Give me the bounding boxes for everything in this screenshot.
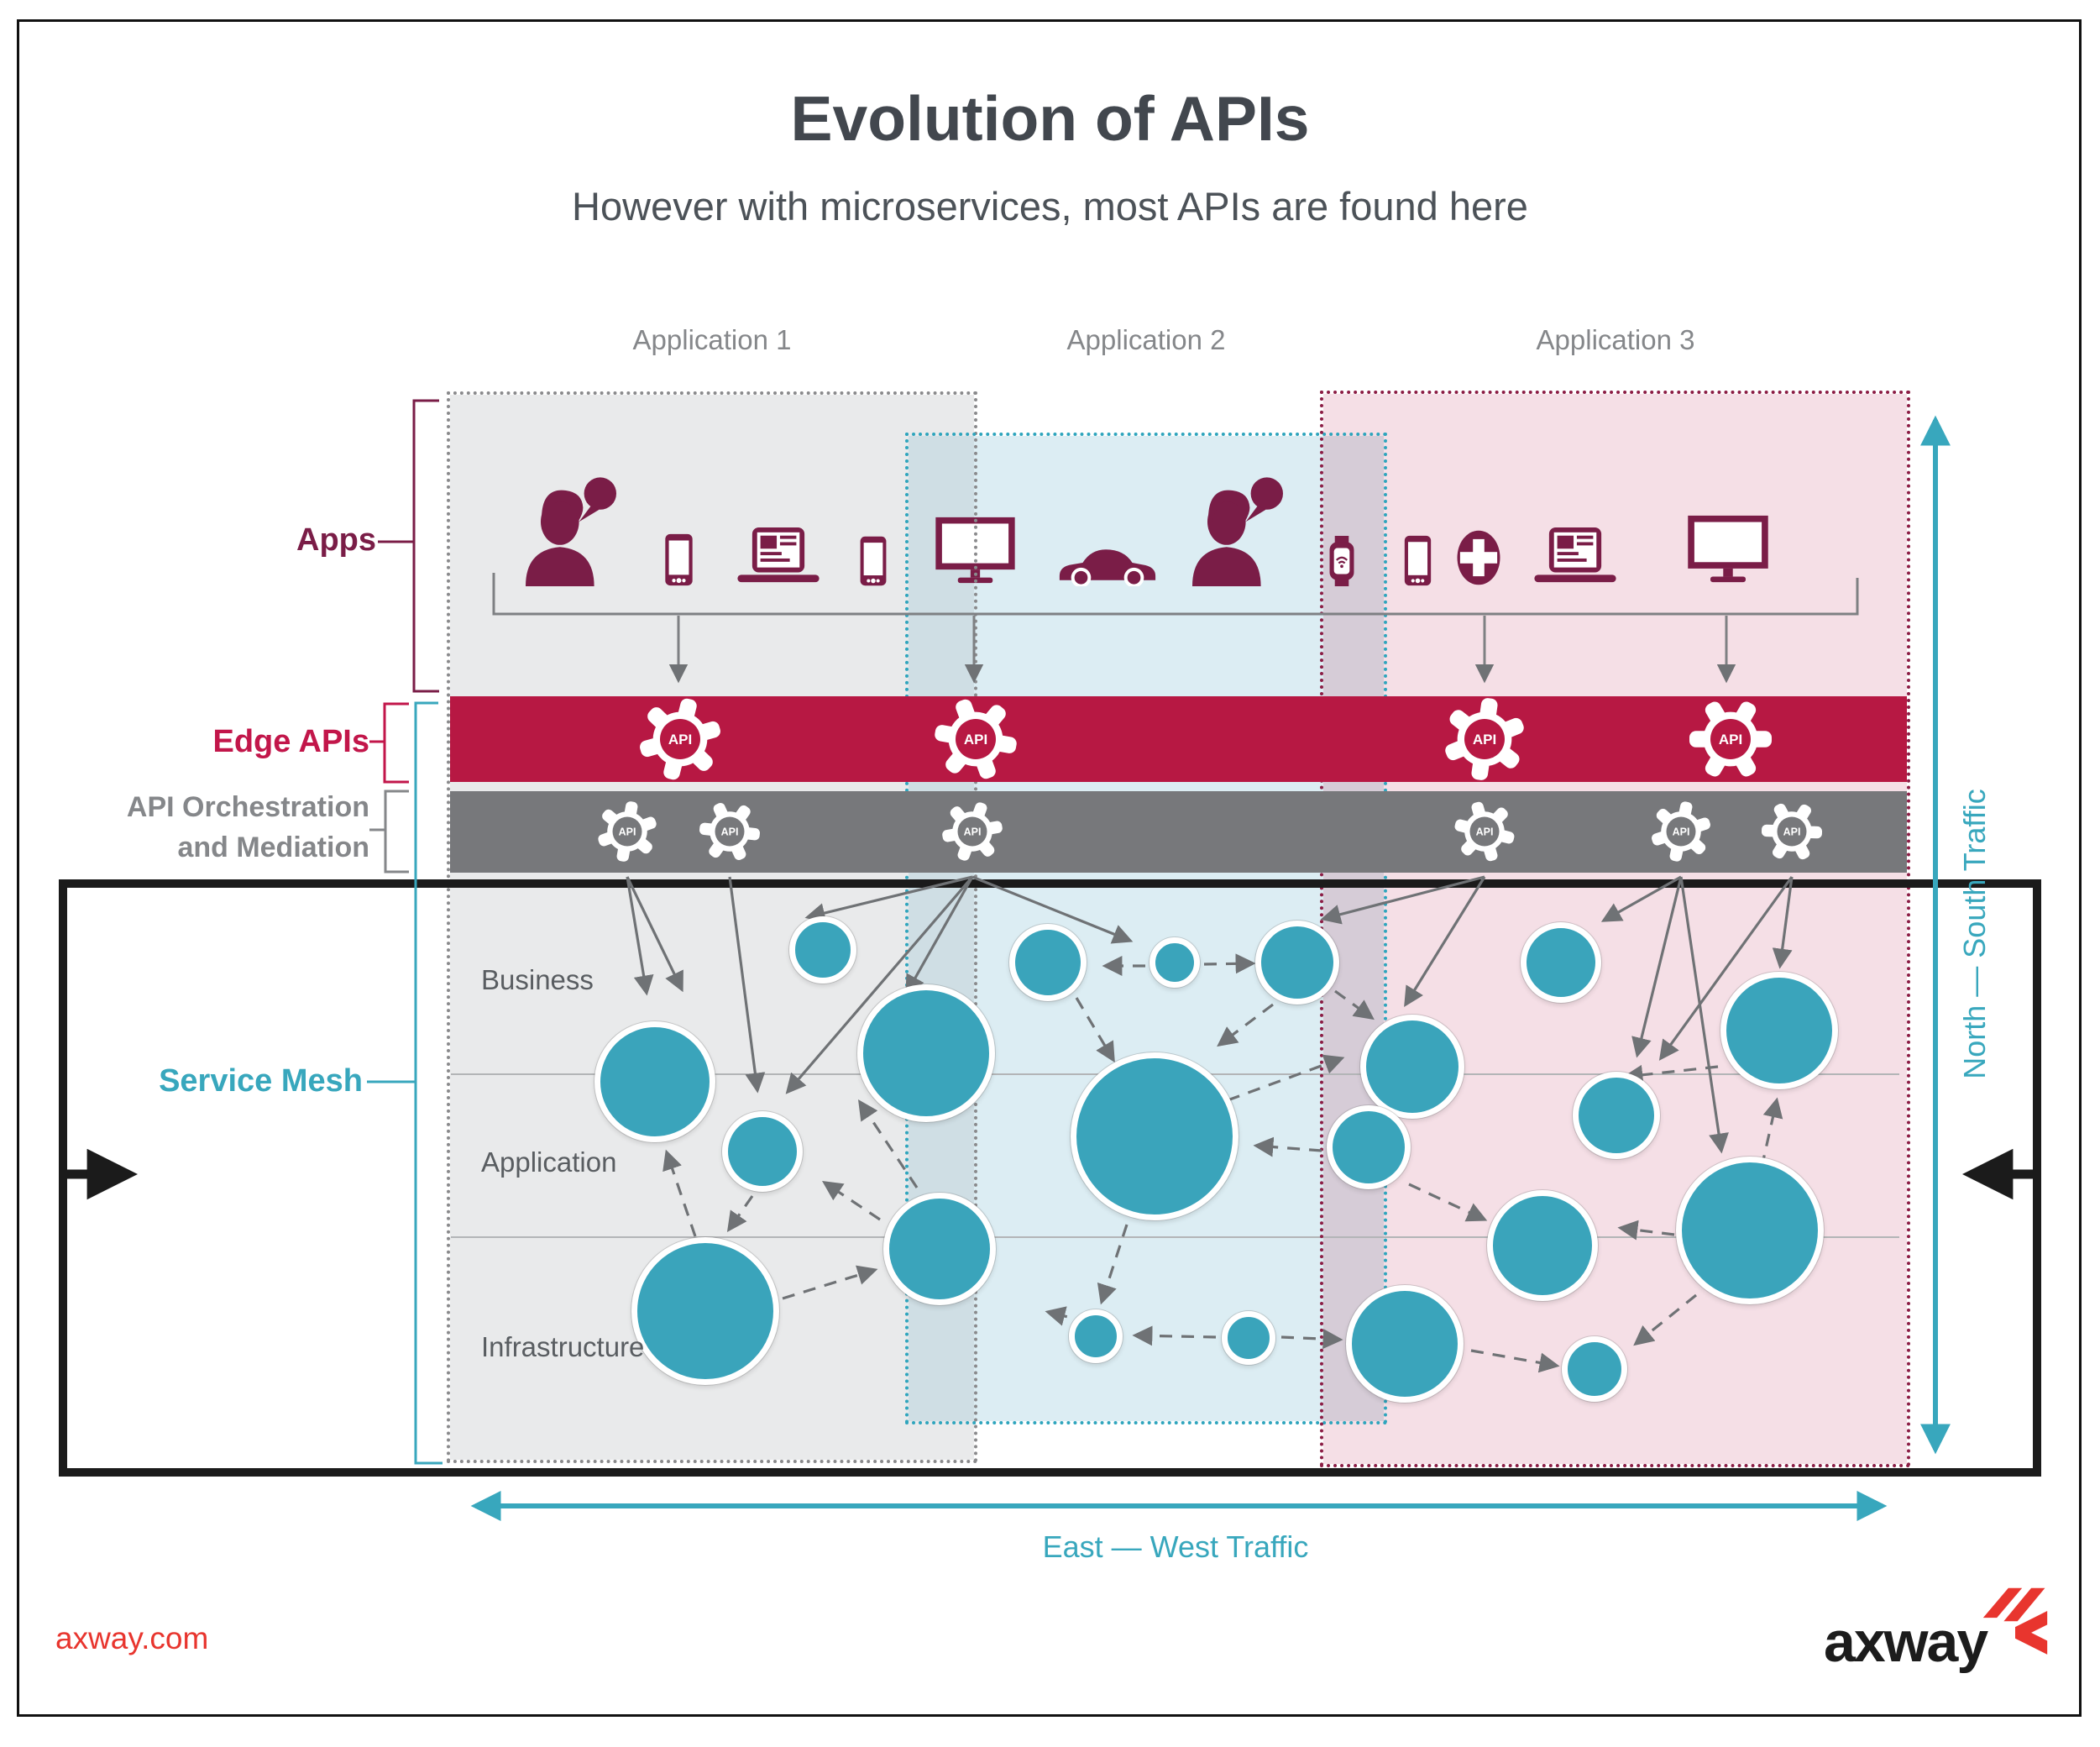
axway-logo-text: axway: [1824, 1610, 1988, 1674]
service-node: [1720, 972, 1838, 1089]
edge-apis-row-label: Edge APIs: [212, 724, 369, 759]
smartphone-icon: [665, 533, 693, 586]
application-infrastructure-divider: [451, 1236, 1899, 1238]
service-node: [1360, 1015, 1464, 1119]
desktop-monitor-icon: [1688, 515, 1768, 583]
service-node: [631, 1237, 779, 1385]
application-1-label: Application 1: [632, 324, 792, 355]
north-south-traffic-label: North — South Traffic: [1957, 789, 1992, 1079]
orchestration-bar: [450, 791, 1907, 873]
service-node: [1521, 922, 1601, 1003]
page-subtitle: However with microservices, most APIs ar…: [572, 184, 1528, 228]
edge-apis-bar: [450, 696, 1907, 782]
tier-label-application: Application: [481, 1146, 617, 1178]
page-border: [17, 19, 2082, 1717]
service-node: [1071, 1052, 1239, 1220]
east-west-traffic-label: East — West Traffic: [1042, 1529, 1309, 1564]
axway-website-link[interactable]: axway.com: [55, 1621, 209, 1655]
service-node: [1222, 1311, 1275, 1365]
tier-label-business: Business: [481, 964, 594, 995]
page-title: Evolution of APIs: [790, 83, 1310, 154]
health-plus-icon: [1457, 530, 1500, 585]
service-node: [1255, 921, 1339, 1005]
service-node: [594, 1021, 715, 1142]
service-node: [1346, 1285, 1464, 1403]
service-node: [857, 984, 995, 1122]
smartwatch-icon: [1329, 536, 1354, 586]
service-node: [1327, 1105, 1411, 1189]
service-node: [1009, 924, 1087, 1001]
service-node: [1487, 1190, 1598, 1301]
tier-label-infrastructure: Infrastructure: [481, 1331, 645, 1362]
axway-logo-icon: [1982, 1587, 2048, 1655]
service-mesh-row-label: Service Mesh: [159, 1063, 363, 1099]
apps-row-label: Apps: [296, 522, 376, 558]
application-3-label: Application 3: [1536, 324, 1695, 355]
service-node: [789, 916, 856, 984]
service-node: [1573, 1072, 1660, 1159]
service-node: [722, 1111, 803, 1192]
application-2-label: Application 2: [1066, 324, 1226, 355]
orchestration-row-label: API Orchestration and Mediation: [126, 791, 369, 863]
service-node: [1069, 1309, 1123, 1363]
service-node: [1562, 1336, 1627, 1402]
service-node: [1150, 937, 1200, 988]
service-node: [883, 1193, 996, 1305]
service-node: [1676, 1157, 1824, 1304]
